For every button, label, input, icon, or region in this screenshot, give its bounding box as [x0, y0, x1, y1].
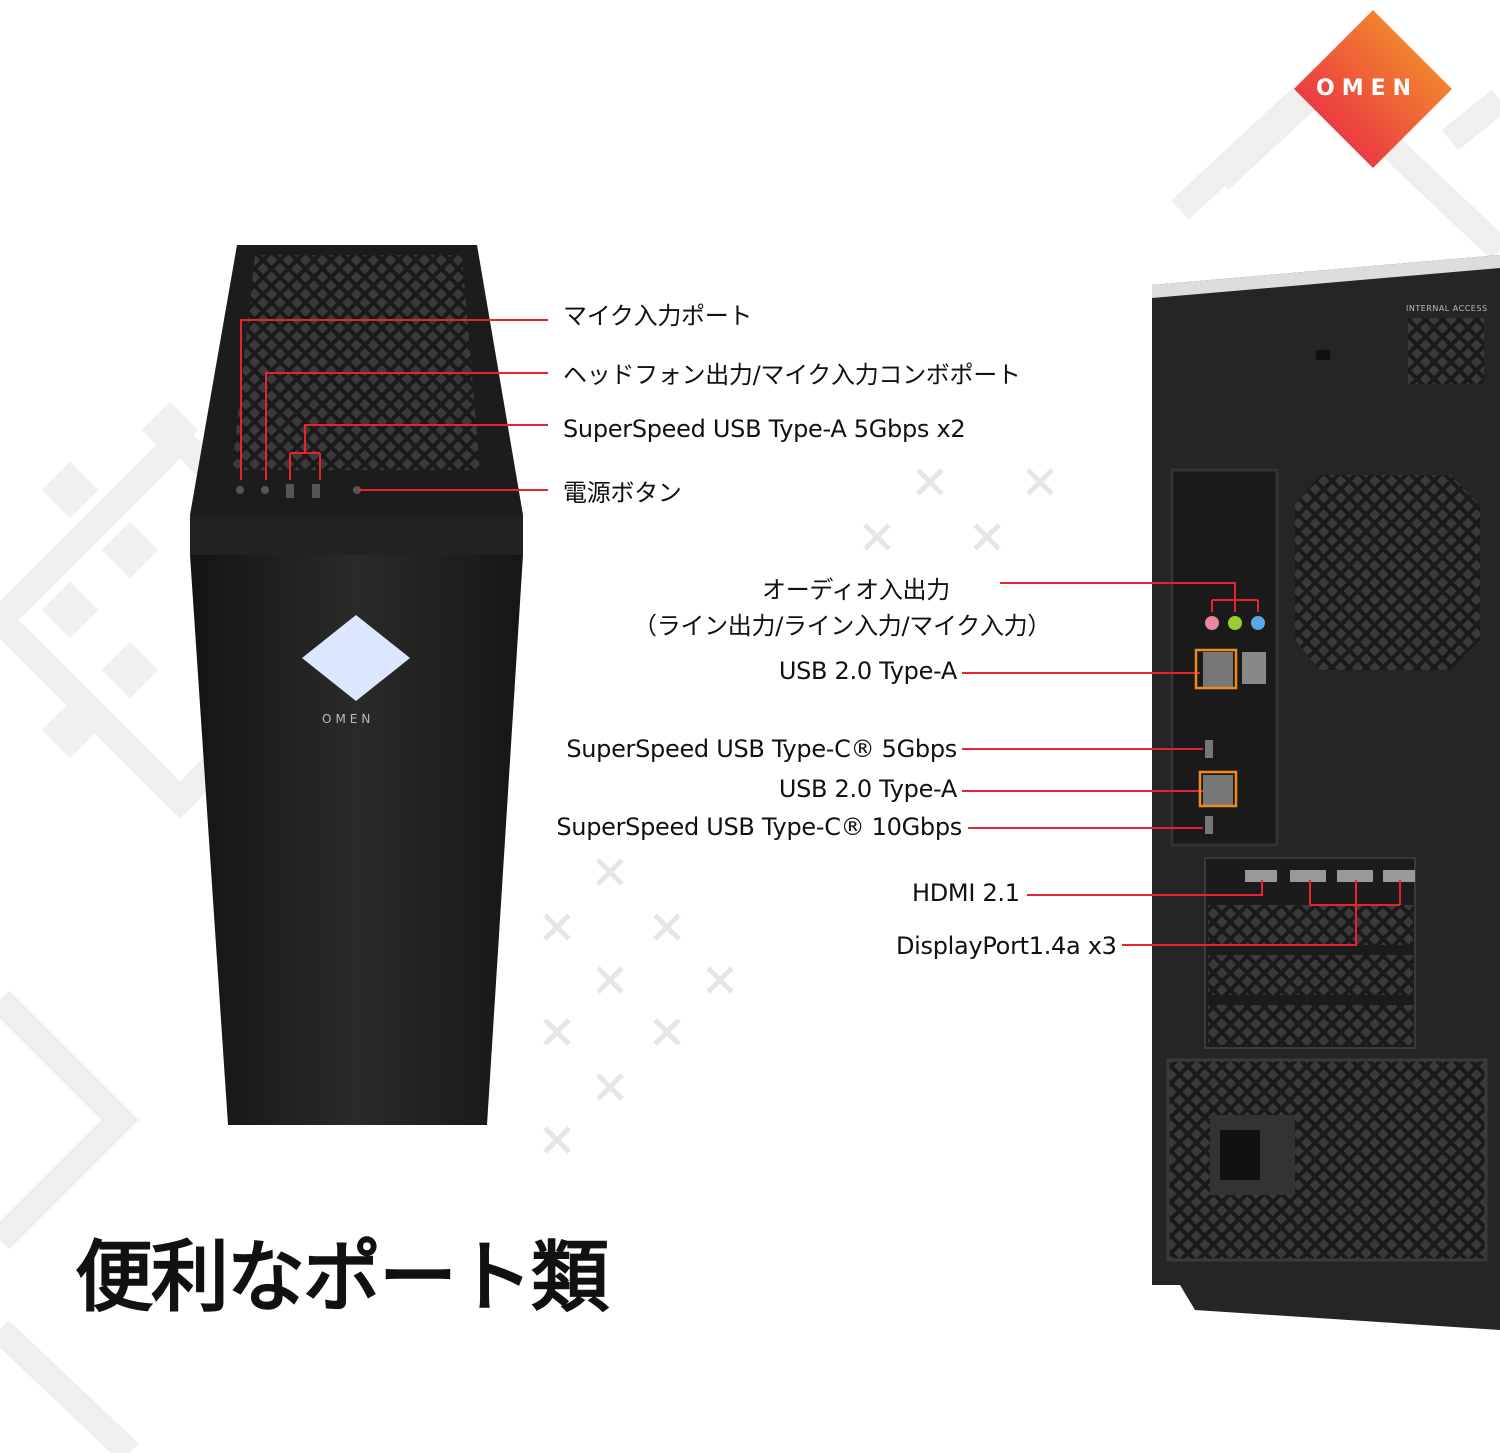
callout-rear-usb2-a-2: USB 2.0 Type-A — [778, 775, 957, 803]
omen-logo-text: OMEN — [1316, 76, 1419, 101]
callout-hdmi: HDMI 2.1 — [912, 879, 1020, 907]
callout-usb-c-5gbps: SuperSpeed USB Type-C® 5Gbps — [566, 735, 957, 763]
callout-mic-input: マイク入力ポート — [563, 302, 753, 330]
internal-access-label: INTERNAL ACCESS — [1406, 304, 1488, 313]
front-omen-logo: OMEN — [322, 712, 375, 726]
callout-usb-c-10gbps: SuperSpeed USB Type-C® 10Gbps — [556, 813, 962, 841]
omen-logo-diamond — [1294, 10, 1452, 168]
callout-audio-io: オーディオ入出力 — [762, 576, 950, 604]
callout-headphone-combo: ヘッドフォン出力/マイク入力コンボポート — [563, 361, 1021, 389]
callout-displayport: DisplayPort1.4a x3 — [896, 932, 1117, 960]
page-heading: 便利なポート類 — [75, 1233, 609, 1323]
callout-audio-io-detail: （ライン出力/ライン入力/マイク入力） — [633, 612, 1051, 640]
callout-power-button: 電源ボタン — [563, 479, 682, 507]
callout-rear-usb2-a-1: USB 2.0 Type-A — [778, 657, 957, 685]
callout-front-usb-a: SuperSpeed USB Type-A 5Gbps x2 — [563, 415, 966, 443]
